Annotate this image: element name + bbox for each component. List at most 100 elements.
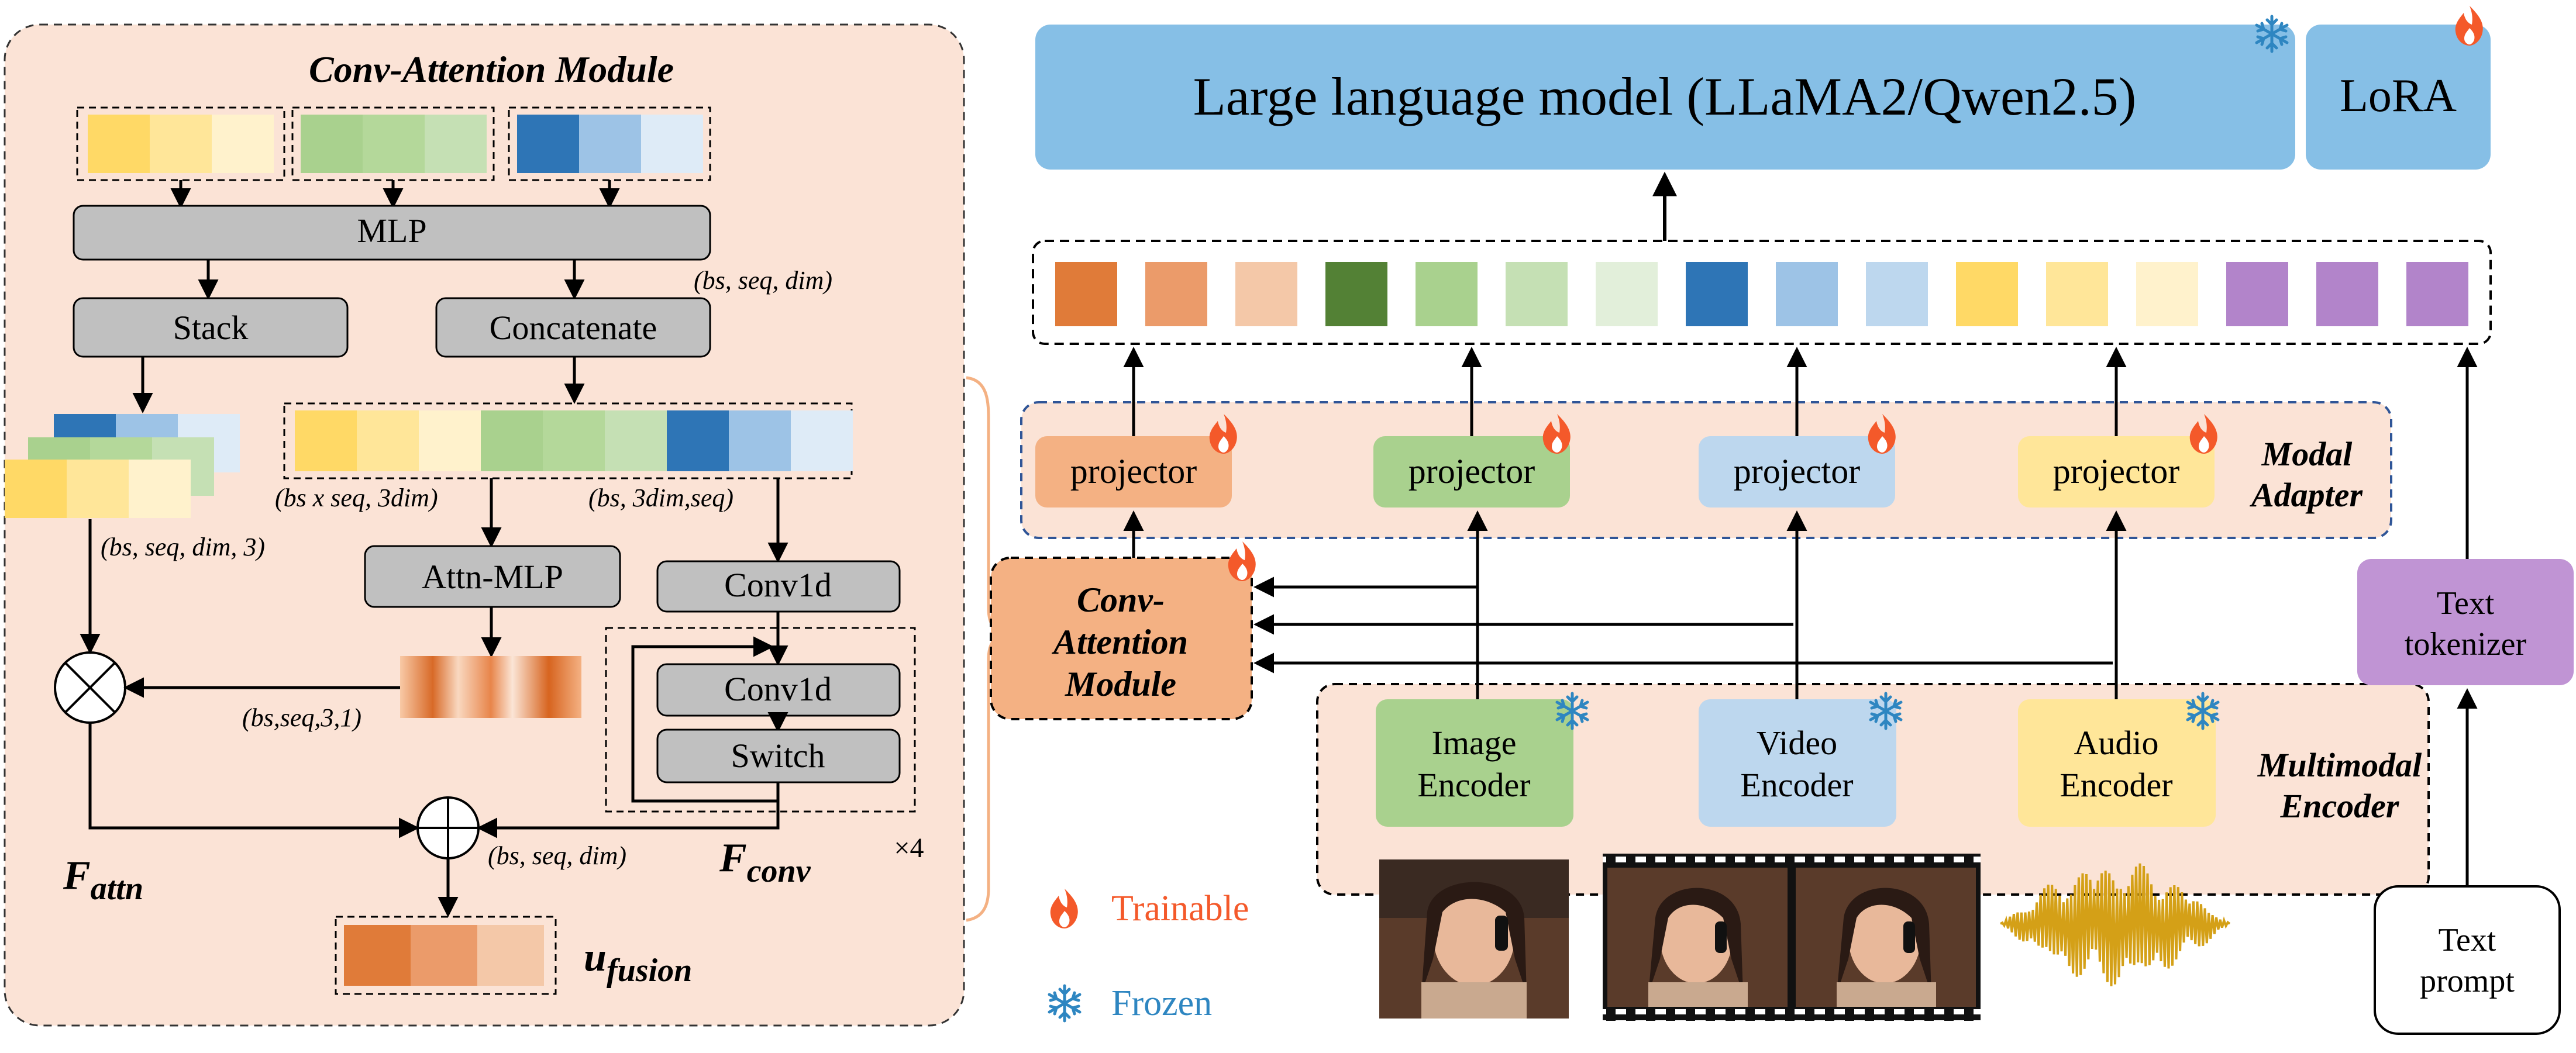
seq-token-15 <box>2316 262 2378 326</box>
u-fusion-label: ufusion <box>584 935 692 989</box>
seq-token-3 <box>1235 262 1297 326</box>
token-sequence <box>1032 240 2492 345</box>
stack-box: Stack <box>73 297 349 358</box>
lora-box: LoRA <box>2306 6 2491 170</box>
conv-attention-title: Conv-Attention Module <box>309 49 674 90</box>
attention-weight-map <box>400 656 581 718</box>
repeat-label: ×4 <box>894 833 924 864</box>
token-green-3 <box>425 115 487 173</box>
token-yellow-1 <box>88 115 150 173</box>
projector-1-label: projector <box>1070 452 1197 491</box>
seq-token-1 <box>1055 262 1117 326</box>
concatenate-label: Concatenate <box>490 309 657 347</box>
attn-mlp-box: Attn-MLP <box>364 545 621 608</box>
stacked-tensor <box>5 414 240 518</box>
token-blue-3 <box>641 115 703 173</box>
conv1d-outer-label: Conv1d <box>724 566 832 604</box>
seq-token-2 <box>1145 262 1207 326</box>
seq-token-12 <box>2046 262 2108 326</box>
projector-3-label: projector <box>1734 452 1861 491</box>
frozen-legend-icon <box>1049 986 1080 1021</box>
video-input-filmstrip <box>1603 854 1981 1021</box>
concatenate-box: Concatenate <box>435 297 711 358</box>
mlp-shape-label: (bs, seq, dim) <box>694 266 832 295</box>
seq-token-4 <box>1325 262 1387 326</box>
add-op <box>416 796 480 859</box>
conv-module-trainable-icon <box>1228 541 1256 581</box>
conv-attention-detail-panel: Conv-Attention Module MLP <box>4 23 965 1027</box>
switch-label: Switch <box>731 737 825 775</box>
seq-token-10 <box>1866 262 1928 326</box>
projector-1: projector <box>1035 414 1237 507</box>
projector-4: projector <box>2018 414 2217 507</box>
mlp-label: MLP <box>357 212 426 250</box>
llm-label: Large language model (LLaMA2/Qwen2.5) <box>1193 67 2137 126</box>
seq-token-6 <box>1506 262 1568 326</box>
concatenated-tensor <box>283 402 853 479</box>
lora-label: LoRA <box>2340 70 2457 122</box>
f-attn-label: Fattn <box>63 853 143 907</box>
fusion-output-tokens <box>335 916 557 995</box>
input-tokens-green <box>291 106 495 181</box>
lora-trainable-icon <box>2455 6 2483 46</box>
audio-waveform <box>2000 863 2231 986</box>
stack-shape-label: (bs, seq, dim, 3) <box>101 533 265 561</box>
video-frame-1 <box>1607 868 1788 1007</box>
seq-token-13 <box>2136 262 2198 326</box>
projector-2: projector <box>1373 414 1571 507</box>
seq-token-9 <box>1776 262 1838 326</box>
conv1d-inner-label: Conv1d <box>724 670 832 708</box>
legend: Trainable Frozen <box>1049 889 1249 1023</box>
input-tokens-yellow <box>76 106 285 181</box>
image-input-thumbnail <box>1379 859 1569 1019</box>
stack-label: Stack <box>173 309 249 347</box>
audio-waveform-line <box>2000 863 2231 986</box>
fusion-shape-label: (bs, seq, dim) <box>488 841 626 870</box>
token-blue-2 <box>579 115 641 173</box>
token-green-2 <box>363 115 425 173</box>
seq-token-7 <box>1596 262 1658 326</box>
attn-mlp-label: Attn-MLP <box>422 558 563 596</box>
concat-shape-right-label: (bs, 3dim,seq) <box>588 484 733 512</box>
llm-box: Large language model (LLaMA2/Qwen2.5) <box>1035 16 2295 170</box>
f-conv-label: Fconv <box>719 836 811 889</box>
seq-token-5 <box>1416 262 1478 326</box>
frozen-legend-label: Frozen <box>1111 983 1212 1023</box>
trainable-legend-icon <box>1050 889 1078 928</box>
seq-token-11 <box>1956 262 2018 326</box>
token-green-1 <box>301 115 363 173</box>
projector-3: projector <box>1699 414 1896 507</box>
token-yellow-2 <box>150 115 212 173</box>
pipeline: Large language model (LLaMA2/Qwen2.5) Lo… <box>990 6 2574 1035</box>
trainable-legend-label: Trainable <box>1111 889 1249 928</box>
attn-weight-shape-label: (bs,seq,3,1) <box>242 703 361 732</box>
projector-2-label: projector <box>1408 452 1535 491</box>
input-tokens-blue <box>508 106 711 181</box>
conv-repeat-block: Conv1d Switch ×4 <box>605 612 924 864</box>
concat-shape-left-label: (bs x seq, 3dim) <box>275 484 438 512</box>
token-blue-1 <box>517 115 579 173</box>
multiply-op <box>54 651 126 724</box>
seq-token-14 <box>2226 262 2288 326</box>
conv1d-outer-box: Conv1d <box>656 560 901 613</box>
projector-4-label: projector <box>2053 452 2180 491</box>
token-yellow-3 <box>212 115 274 173</box>
mlp-box: MLP <box>73 205 711 261</box>
seq-token-8 <box>1686 262 1748 326</box>
seq-token-16 <box>2406 262 2468 326</box>
